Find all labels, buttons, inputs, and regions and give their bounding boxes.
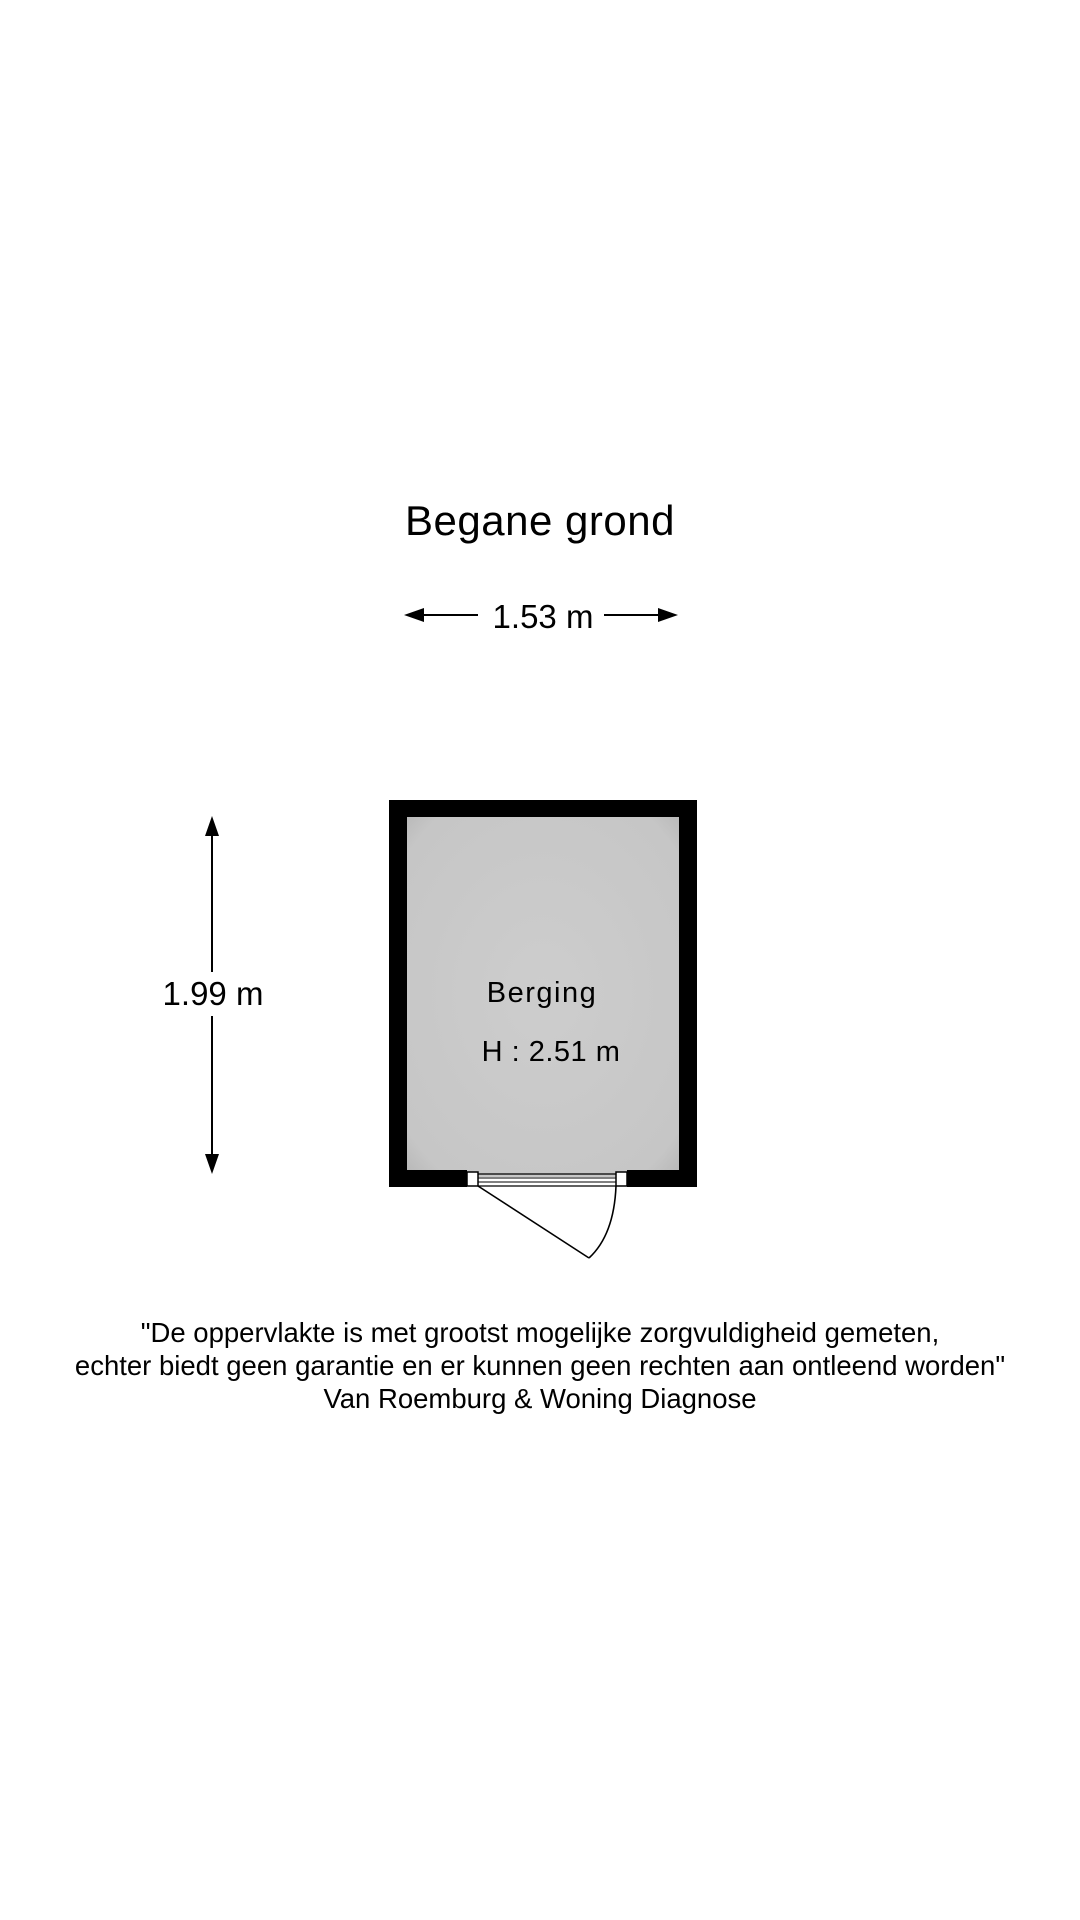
door-leaf <box>477 1185 590 1259</box>
wall-bottom-left <box>389 1170 467 1187</box>
disclaimer-line-2: echter biedt geen garantie en er kunnen … <box>74 1350 1006 1381</box>
floor-title: Begane grond <box>405 497 675 544</box>
width-label: 1.53 m <box>493 598 594 635</box>
disclaimer: "De oppervlakte is met grootst mogelijke… <box>0 1316 1080 1415</box>
disclaimer-line-1: "De oppervlakte is met grootst mogelijke… <box>140 1317 940 1348</box>
door-jamb-right <box>615 1171 628 1187</box>
room-height: H : 2.51 m <box>482 1036 621 1068</box>
room-name: Berging <box>487 977 597 1009</box>
disclaimer-line-3: Van Roemburg & Woning Diagnose <box>323 1383 757 1414</box>
wall-left <box>389 800 407 1187</box>
wall-bottom-right <box>627 1170 697 1187</box>
width-arrow-right-icon <box>658 608 678 622</box>
height-arrow-bottom-icon <box>205 1154 219 1174</box>
door-jamb-left <box>466 1171 479 1187</box>
room-floor <box>397 808 689 1177</box>
wall-top <box>389 800 697 817</box>
width-arrow-left-icon <box>404 608 424 622</box>
door-swing-arc <box>588 1185 617 1259</box>
width-dimension: 1.53 m <box>404 598 678 635</box>
height-label: 1.99 m <box>163 975 264 1012</box>
wall-right <box>679 800 697 1187</box>
height-dimension: 1.99 m <box>163 816 264 1174</box>
room-berging: Berging H : 2.51 m <box>389 800 697 1259</box>
height-arrow-top-icon <box>205 816 219 836</box>
